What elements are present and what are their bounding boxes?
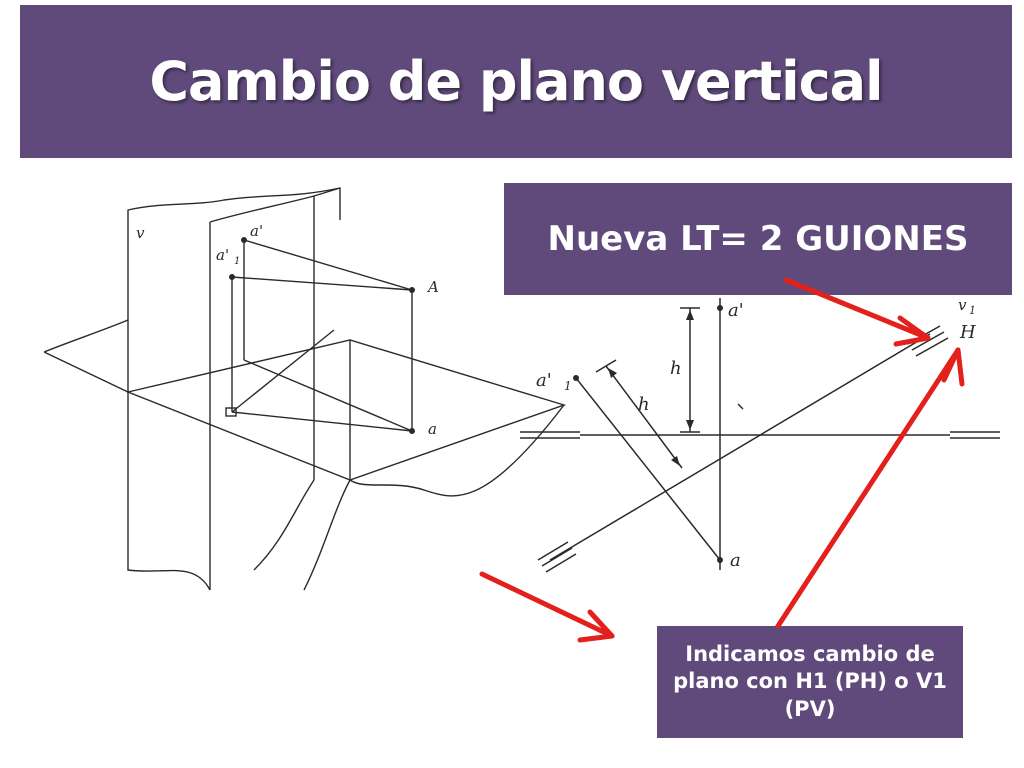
label-a1-sub-2d: 1: [564, 379, 572, 393]
new-lt-dash-6: [915, 337, 949, 357]
plane-change-callout: Indicamos cambio de plano con H1 (PH) o …: [657, 626, 963, 738]
label-a1-prime: a': [216, 246, 229, 264]
title-bar: Cambio de plano vertical: [20, 5, 1012, 158]
h-vertical-arrow-bottom: [686, 420, 694, 430]
point-A: [409, 287, 415, 293]
h-slanted-arrow-top: [608, 368, 617, 378]
right-angle-mark: [225, 407, 237, 417]
left-3d-projection-drawing: v a' a' 1 A a: [44, 187, 567, 591]
point-a1-prime-2d: [573, 375, 579, 381]
label-a1-prime-2d: a': [536, 370, 552, 391]
horizontal-plane-front-wave: [349, 404, 565, 497]
label-a: a: [428, 420, 437, 438]
proj-slanted-a1: [575, 377, 721, 561]
new-lt-dash-2: [541, 547, 573, 567]
point-a1-prime: [229, 274, 235, 280]
label-v1-sub: 1: [969, 304, 976, 317]
label-a-prime-2d: a': [728, 300, 744, 321]
small-tick: [737, 403, 744, 410]
right-2d-projection-drawing: a' a' 1 h h v 1 H a: [520, 296, 1000, 573]
point-a-prime: [241, 237, 247, 243]
h-dim-slanted: [605, 365, 683, 469]
vertical-plane-outline: [127, 187, 341, 392]
label-h-slanted: h: [638, 394, 650, 415]
new-lt-dash-1: [537, 541, 569, 561]
h-vertical-arrow-top: [686, 310, 694, 320]
label-H: H: [959, 322, 976, 343]
label-a-prime: a': [250, 222, 263, 240]
label-v1: v: [958, 296, 967, 314]
plane-change-callout-text: Indicamos cambio de plano con H1 (PH) o …: [673, 642, 947, 721]
vertical-plane-v1: [209, 187, 341, 590]
bottom-wave: [127, 392, 211, 591]
new-lt-callout-text: Nueva LT= 2 GUIONES: [547, 219, 969, 259]
new-lt-callout: Nueva LT= 2 GUIONES: [504, 183, 1012, 295]
proj-diagonal: [243, 359, 413, 432]
new-lt-dash-3: [545, 553, 577, 573]
point-a-2d: [717, 557, 723, 563]
arrow-to-left-lt-head: [577, 609, 615, 643]
proj-a1-prime-to-A: [231, 276, 413, 291]
label-v: v: [136, 224, 145, 242]
proj-diagonal-2: [231, 329, 335, 413]
point-a-prime-2d: [717, 305, 723, 311]
slide-title: Cambio de plano vertical: [149, 50, 883, 113]
h-dim-slanted-tick-top: [595, 359, 617, 373]
horizontal-plane-lower-wave: [44, 351, 129, 393]
vertical-plane-top-wave: [44, 319, 129, 353]
label-h-vertical: h: [670, 358, 682, 379]
label-a-2d: a: [730, 550, 741, 571]
h-slanted-arrow-bottom: [671, 456, 680, 466]
right-wave: [303, 479, 351, 591]
label-A: A: [426, 278, 439, 296]
horizontal-plane-outline: [125, 339, 567, 481]
proj-a-to-corner: [231, 411, 413, 432]
point-a: [409, 428, 415, 434]
proj-a-prime-to-A: [243, 239, 413, 291]
label-a1-sub: 1: [234, 256, 240, 267]
new-lt-dash-4: [907, 325, 941, 345]
